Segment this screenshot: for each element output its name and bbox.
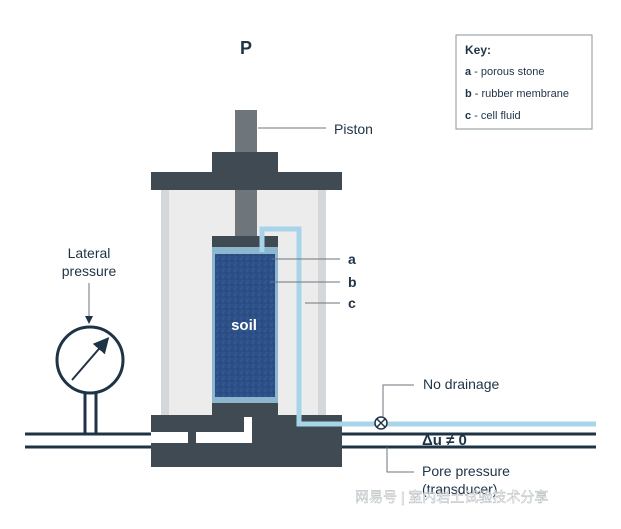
soil-sample: [215, 253, 275, 399]
key-box: Key: a - porous stone b - rubber membran…: [455, 34, 593, 130]
pressure-gauge-icon: [55, 325, 125, 434]
key-item-a: a - porous stone: [465, 66, 545, 78]
porous-stone-bottom: [215, 397, 275, 403]
pore-pressure-label-line2: (transducer): [422, 481, 497, 497]
piston-rod-top: [235, 110, 257, 152]
key-title: Key:: [465, 43, 491, 57]
piston-rod-inner: [235, 190, 257, 236]
load-label: P: [240, 38, 252, 58]
lateral-label-line1: Lateral: [68, 245, 111, 261]
porous-stone-top: [215, 248, 275, 254]
cell-top-plate: [151, 172, 342, 190]
pore-pressure-label-line1: Pore pressure: [422, 463, 510, 479]
top-cap: [212, 236, 278, 247]
key-item-b: b - rubber membrane: [465, 88, 569, 100]
key-item-c: c - cell fluid: [465, 110, 521, 122]
cell-wall-left: [161, 190, 169, 415]
bottom-pedestal: [212, 403, 278, 415]
lateral-label-line2: pressure: [62, 263, 117, 279]
piston-label: Piston: [334, 121, 373, 137]
drainage-tube: [259, 226, 406, 427]
no-drainage-leader: [382, 384, 414, 417]
pore-pressure-leader: [386, 447, 414, 473]
base-drain-channel: [196, 417, 252, 443]
no-drainage-label: No drainage: [423, 376, 499, 392]
piston-collar: [212, 152, 278, 172]
label-a: a: [348, 251, 356, 267]
delta-u-label: Δu ≠ 0: [422, 432, 467, 449]
label-b: b: [348, 274, 357, 290]
base-inlet-channel: [151, 432, 188, 443]
label-c: c: [348, 295, 356, 311]
watermark: 网易号 | 室内岩土试验技术分享: [355, 489, 548, 505]
soil-label: soil: [231, 317, 257, 334]
